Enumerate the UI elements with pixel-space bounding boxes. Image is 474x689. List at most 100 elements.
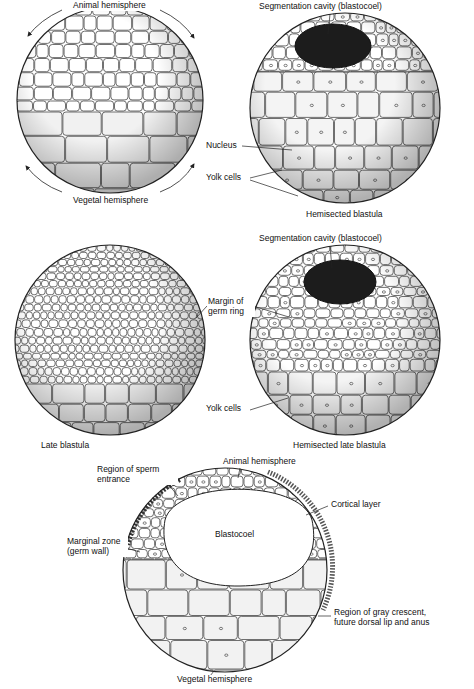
cell-nucleus (271, 16, 274, 18)
cell (110, 559, 120, 560)
cell (5, 73, 19, 87)
cell-nucleus (158, 512, 161, 514)
cell (4, 45, 17, 58)
cell-nucleus (256, 39, 259, 41)
cell (263, 415, 291, 436)
cell-nucleus (430, 52, 433, 54)
cell (154, 244, 162, 251)
cell (11, 368, 19, 376)
cell (329, 467, 338, 475)
cell-nucleus (440, 333, 443, 335)
cell (28, 273, 36, 280)
cell (0, 101, 15, 111)
cell (203, 267, 211, 272)
cell-nucleus (427, 247, 430, 249)
cell (0, 163, 13, 188)
cell (183, 189, 218, 194)
cell (206, 59, 219, 72)
cell-nucleus (258, 481, 261, 483)
cell (7, 329, 16, 337)
cell-nucleus (269, 27, 272, 29)
cell (10, 304, 17, 311)
part-label: Late blastula (40, 441, 90, 451)
cell-nucleus (202, 481, 205, 483)
part-label: Animal hemisphere (222, 457, 297, 467)
cell (30, 267, 39, 272)
cell (188, 273, 195, 280)
cell-nucleus (258, 281, 261, 283)
cell (241, 244, 254, 252)
cell (181, 252, 188, 258)
cell (294, 12, 304, 21)
cell-nucleus (298, 470, 301, 472)
cell (184, 259, 192, 265)
cell (151, 518, 159, 528)
cell (286, 590, 320, 616)
cell-nucleus (440, 247, 443, 249)
blastula-cells (0, 5, 221, 194)
part-label: Segmentation cavity (blastocoel) (258, 234, 383, 244)
cell (2, 304, 8, 311)
cell-nucleus (431, 425, 434, 427)
cell (411, 244, 421, 252)
cell (163, 244, 172, 251)
cell (145, 670, 184, 673)
cell (119, 509, 131, 517)
cell (189, 252, 197, 258)
cell (445, 12, 459, 21)
cell (265, 253, 275, 264)
cell (294, 244, 304, 252)
cell (155, 559, 167, 560)
cell (13, 252, 21, 258)
cell (242, 71, 256, 72)
cell (199, 288, 206, 295)
cell (138, 189, 183, 194)
cell-nucleus (446, 404, 449, 406)
cell (207, 288, 215, 295)
cell (210, 329, 218, 337)
cell (182, 244, 190, 251)
cell (29, 252, 37, 258)
cell (307, 559, 318, 560)
cell (13, 259, 19, 265)
cell (44, 5, 59, 15)
cell (254, 22, 264, 33)
cell-nucleus (451, 157, 454, 159)
cell (61, 244, 69, 251)
cell (438, 34, 450, 46)
sphere-outline (17, 7, 203, 193)
cell (120, 499, 129, 507)
cell (323, 476, 335, 487)
cell (177, 467, 189, 475)
cell (0, 136, 21, 162)
cell-nucleus (441, 270, 444, 272)
cell (432, 12, 444, 21)
cell-nucleus (285, 16, 288, 18)
cell-nucleus (180, 574, 183, 576)
cell (418, 415, 447, 436)
cell (442, 71, 455, 72)
sphere-outline (250, 13, 440, 203)
cell (43, 259, 50, 265)
cell (12, 273, 20, 280)
cell (403, 253, 413, 264)
cell-nucleus (246, 131, 249, 133)
cell (230, 72, 253, 91)
cell (0, 244, 8, 251)
cell-nucleus (134, 503, 137, 505)
cell (208, 641, 244, 670)
cell (423, 276, 433, 286)
cell (436, 60, 446, 71)
cell-nucleus (240, 64, 243, 66)
cell (203, 273, 210, 280)
cell-nucleus (282, 27, 285, 29)
cell-nucleus (434, 258, 437, 260)
cell-nucleus (422, 404, 425, 406)
cell (441, 287, 454, 295)
cell (252, 670, 280, 673)
cell-nucleus (451, 16, 454, 18)
cell (269, 190, 292, 204)
cell-nucleus (241, 81, 244, 83)
cell-nucleus (190, 481, 193, 483)
leader-lines (126, 14, 332, 676)
